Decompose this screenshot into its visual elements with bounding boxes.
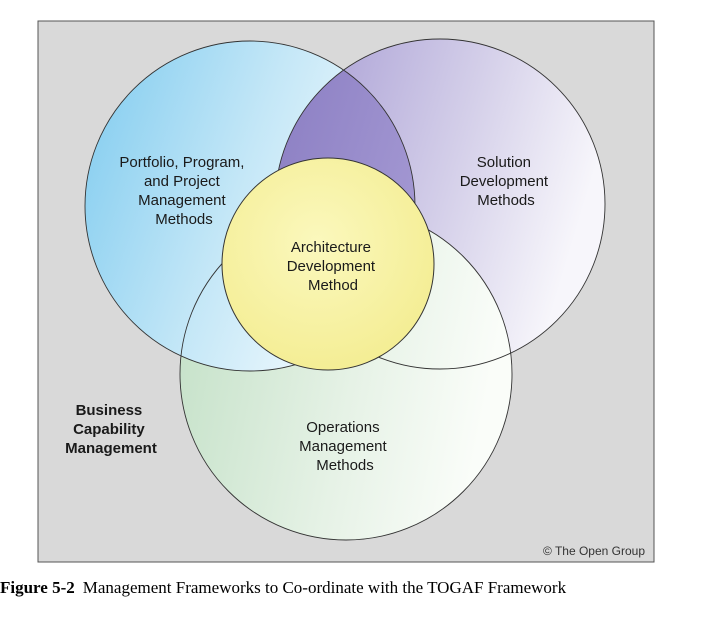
business-capability-label: Business Capability Management [65,402,157,457]
figure-number: Figure 5-2 [0,578,75,597]
copyright-notice: © The Open Group [543,544,645,558]
figure-caption: Figure 5-2 Management Frameworks to Co-or… [0,578,703,608]
operations-label: Operations Management Methods [299,419,391,474]
architecture-circle [221,157,435,371]
venn-diagram: Portfolio, Program, and Project Manageme… [37,20,655,563]
portfolio-label: Portfolio, Program, and Project Manageme… [119,154,248,228]
figure-title: Management Frameworks to Co-ordinate wit… [82,578,567,597]
architecture-label: Architecture Development Method [287,239,380,294]
solution-label: Solution Development Methods [460,154,553,209]
